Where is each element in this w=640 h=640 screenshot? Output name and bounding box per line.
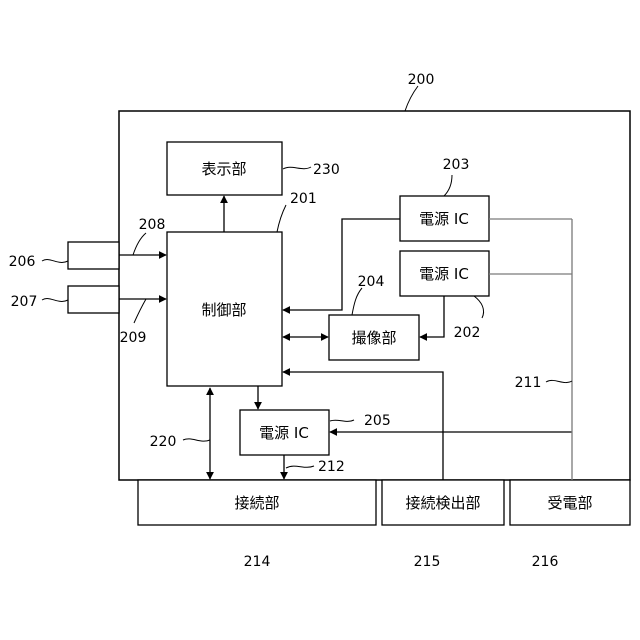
power-ic-1-label: 電源 IC (419, 210, 469, 228)
ref-203: 203 (443, 157, 470, 173)
power-ic-2-label: 電源 IC (419, 265, 469, 283)
leader-207 (42, 299, 68, 302)
ref-208: 208 (139, 217, 166, 233)
ref-214: 214 (244, 554, 271, 570)
receiver-label: 受電部 (547, 494, 592, 512)
ref-205: 205 (364, 413, 391, 429)
leader-211 (546, 380, 572, 382)
ref-202: 202 (454, 325, 481, 341)
ref-212: 212 (318, 459, 345, 475)
ref-207: 207 (11, 294, 38, 310)
ref-230: 230 (313, 162, 340, 178)
ext-input-2-box (68, 286, 119, 313)
controller-label: 制御部 (201, 301, 246, 319)
camera-label: 撮像部 (351, 329, 396, 347)
ref-220: 220 (150, 434, 177, 450)
leader-209 (134, 299, 146, 323)
leader-220 (183, 439, 210, 441)
leader-208 (133, 233, 146, 255)
ref-201: 201 (290, 191, 317, 207)
leader-230 (283, 167, 311, 169)
ref-209: 209 (120, 330, 147, 346)
power-ic-2-to-camera-arrow (420, 296, 444, 337)
ref-200: 200 (408, 72, 435, 88)
leader-202 (474, 296, 484, 318)
ref-204: 204 (358, 274, 385, 290)
leader-201 (277, 205, 286, 232)
ref-215: 215 (414, 554, 441, 570)
leader-205 (330, 420, 354, 421)
power-ic-3-label: 電源 IC (259, 424, 309, 442)
leader-200 (405, 86, 418, 111)
leader-203 (444, 175, 452, 196)
ref-216: 216 (532, 554, 559, 570)
conn-detector-label: 接続検出部 (405, 494, 480, 512)
ref-211: 211 (515, 375, 542, 391)
power-ic-1-to-controller-arrow (283, 219, 400, 310)
connector-label: 接続部 (234, 494, 279, 512)
leader-212 (286, 466, 314, 468)
leader-204 (352, 288, 362, 315)
leader-206 (42, 260, 68, 263)
display-label: 表示部 (201, 160, 246, 178)
ref-206: 206 (9, 254, 36, 270)
ext-input-1-box (68, 242, 119, 269)
